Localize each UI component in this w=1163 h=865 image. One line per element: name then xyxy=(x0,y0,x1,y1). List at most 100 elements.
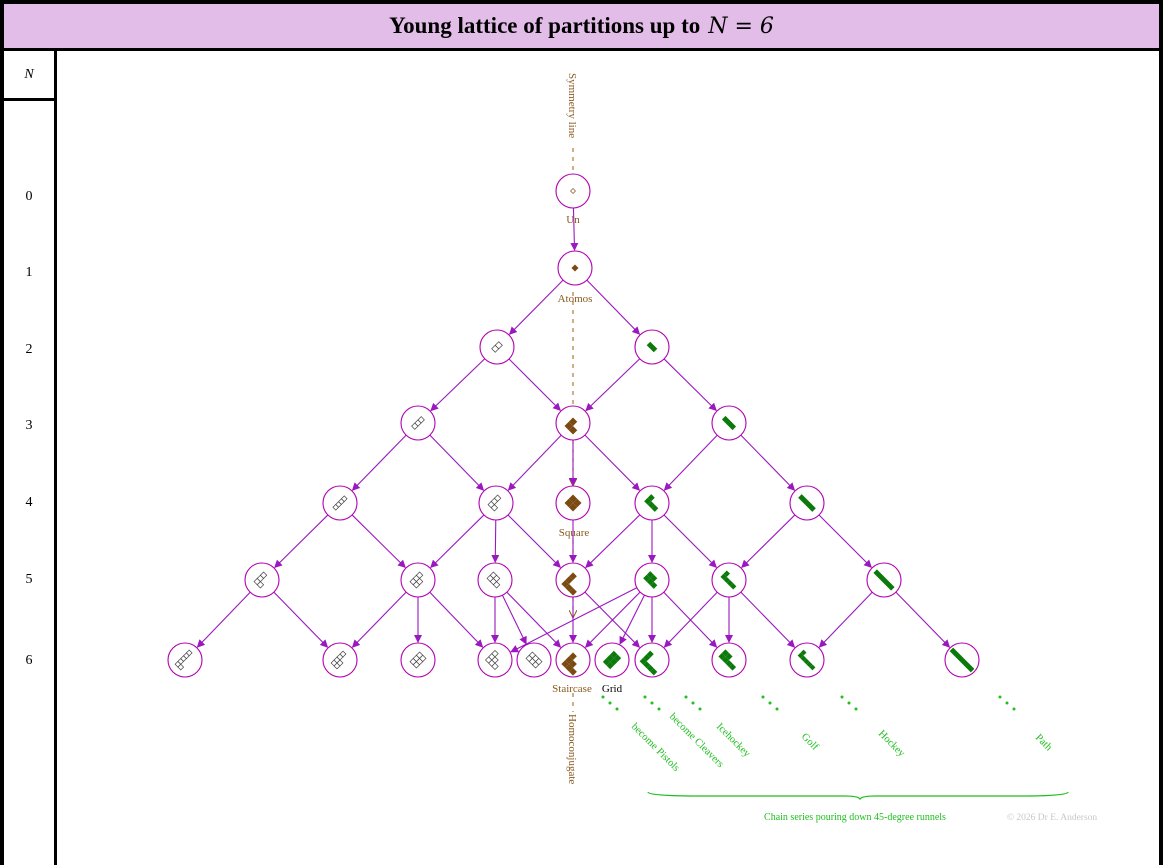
continuation-dot xyxy=(691,701,695,705)
partition-node-f6h xyxy=(634,642,670,678)
lattice-edge xyxy=(663,591,718,648)
partition-node-e5d xyxy=(555,562,591,598)
row-label-3: 3 xyxy=(25,418,33,433)
partition-node-d4a xyxy=(322,485,358,521)
lattice-edge xyxy=(508,358,561,411)
lattice-edge xyxy=(491,519,500,564)
row-label-2: 2 xyxy=(25,342,33,357)
partition-node-d4c xyxy=(555,485,591,521)
continuation-dot xyxy=(650,701,654,705)
grid-label: Grid xyxy=(602,683,623,695)
partition-node-e5g xyxy=(866,562,902,598)
lattice-edge xyxy=(430,514,485,569)
lattice-nodes xyxy=(167,173,980,678)
chain-series-brace xyxy=(647,791,1069,801)
lattice-edge xyxy=(585,358,641,412)
lattice-edge xyxy=(508,279,564,335)
symmetry-line-label: Symmetry line xyxy=(566,73,578,138)
lattice-edge xyxy=(663,434,718,491)
row-label-4: 4 xyxy=(25,495,33,510)
partition-node-a1 xyxy=(557,250,593,286)
partition-node-c3a xyxy=(400,405,436,441)
lattice-edge xyxy=(351,434,407,491)
lattice-edge xyxy=(663,358,717,412)
continuation-dot xyxy=(615,707,619,711)
title-bar: Young lattice of partitions up to N = 6 xyxy=(4,4,1159,51)
chain-series-label: Chain series pouring down 45-degree runn… xyxy=(764,812,946,823)
continuation-dot xyxy=(761,695,765,699)
lattice-edge xyxy=(429,434,485,491)
partition-node-e5e xyxy=(634,562,670,598)
partition-node-f6a xyxy=(167,642,203,678)
square-label: Square xyxy=(559,527,590,539)
partition-node-c3b xyxy=(555,405,591,441)
lattice-edge xyxy=(584,591,641,648)
row-label-5: 5 xyxy=(25,572,33,587)
partition-node-b2r xyxy=(634,329,670,365)
lattice-edge xyxy=(663,514,717,568)
row-label-1: 1 xyxy=(25,265,33,280)
lattice-edge xyxy=(351,514,406,569)
row-label-0: 0 xyxy=(25,189,33,204)
lattice-edge xyxy=(584,434,641,491)
partition-node-f6c xyxy=(400,642,436,678)
lattice-edge xyxy=(501,595,527,645)
continuation-dot xyxy=(1005,701,1009,705)
page-title: Young lattice of partitions up to xyxy=(389,13,701,38)
partition-node-e5b xyxy=(400,562,436,598)
continuation-dot xyxy=(998,695,1002,699)
lattice-edge xyxy=(507,434,562,491)
continuation-dot xyxy=(608,701,612,705)
lattice-edge xyxy=(429,591,484,648)
partition-node-e5a xyxy=(244,562,280,598)
partition-node-c3c xyxy=(711,405,747,441)
continuation-dot xyxy=(854,707,858,711)
lattice-edge xyxy=(740,591,796,648)
partition-node-f6e xyxy=(516,642,552,678)
continuation-dot xyxy=(768,701,772,705)
lattice-edge xyxy=(818,591,873,648)
lattice-edges xyxy=(196,207,951,653)
row-label-6: 6 xyxy=(25,653,33,668)
row-index-column xyxy=(4,51,57,865)
column-header: N xyxy=(4,51,54,101)
title-math: N = 6 xyxy=(708,13,774,39)
continuation-dot xyxy=(684,695,688,699)
homoconjugate-label: Homoconjugate xyxy=(566,714,578,784)
lattice-edge xyxy=(506,591,562,648)
continuation-dot xyxy=(1012,707,1016,711)
lattice-edge xyxy=(895,591,951,648)
partition-node-f6i xyxy=(711,642,747,678)
lattice-edge xyxy=(619,594,645,645)
lattice-edge xyxy=(351,591,407,648)
partition-node-a0 xyxy=(555,173,591,209)
continuation-dot xyxy=(643,695,647,699)
continuation-dot xyxy=(775,707,779,711)
partition-node-f6b xyxy=(322,642,358,678)
partition-node-f6j xyxy=(789,642,825,678)
partition-node-f6f xyxy=(555,642,591,678)
partition-node-b2l xyxy=(479,329,515,365)
partition-node-d4b xyxy=(478,485,514,521)
continuation-dot xyxy=(698,707,702,711)
copyright-text: © 2026 Dr E. Anderson xyxy=(1007,812,1098,823)
partition-node-f6g xyxy=(594,642,630,678)
continuation-dot xyxy=(840,695,844,699)
continuation-dot xyxy=(847,701,851,705)
lattice-edge xyxy=(585,514,641,569)
continuation-dot xyxy=(657,707,661,711)
continuation-dot xyxy=(601,695,605,699)
partition-node-e5c xyxy=(477,562,513,598)
lattice-edge xyxy=(274,514,329,569)
continuation-dots xyxy=(601,695,1016,711)
partition-node-f6k xyxy=(944,642,980,678)
lattice-edge xyxy=(570,207,579,252)
atomos-label: Atomos xyxy=(558,293,593,305)
lattice-edge xyxy=(510,587,638,653)
lattice-edge xyxy=(196,591,251,648)
un-label: Un xyxy=(566,214,580,226)
lattice-edge xyxy=(586,279,641,335)
lattice-edge xyxy=(273,591,329,648)
